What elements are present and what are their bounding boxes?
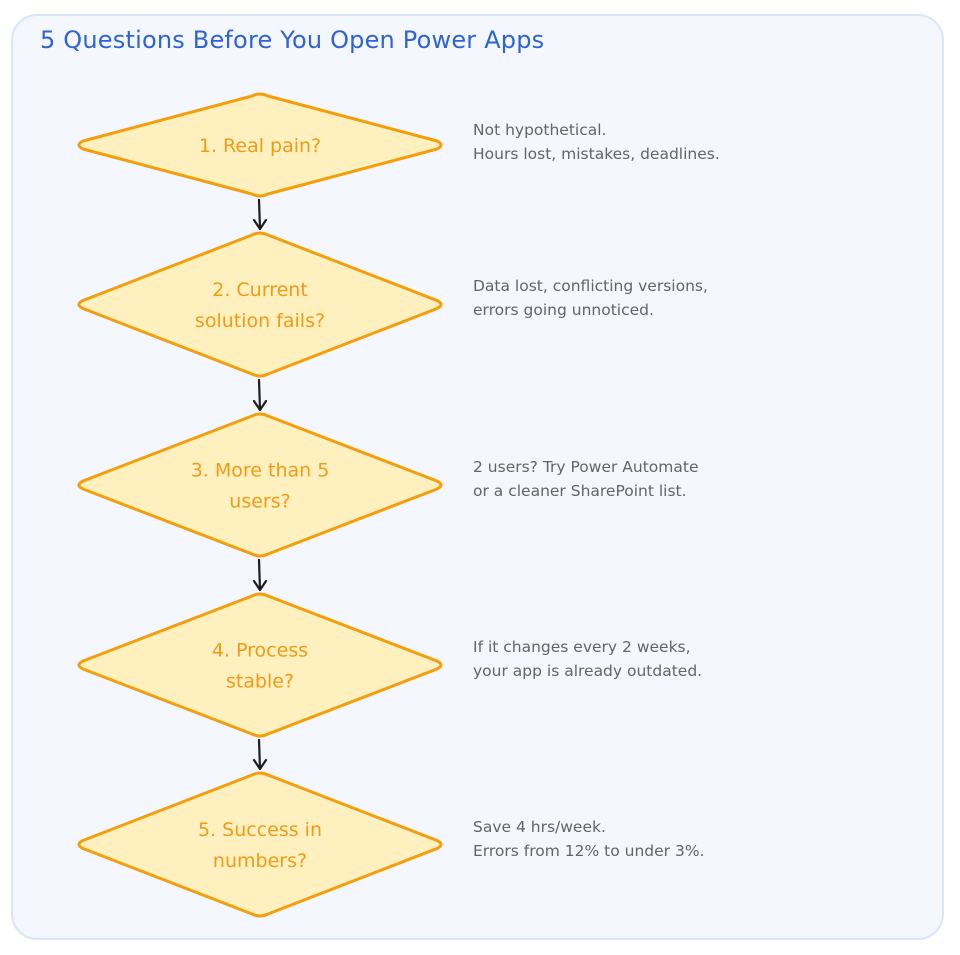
note-line: errors going unnoticed. bbox=[473, 301, 654, 319]
connector-line bbox=[257, 738, 262, 771]
note-line: your app is already outdated. bbox=[473, 662, 703, 680]
decision-label: 1. Real pain? bbox=[199, 135, 321, 157]
arrowhead bbox=[252, 758, 268, 771]
decision-label: stable? bbox=[226, 671, 294, 693]
decision-diamond bbox=[77, 592, 443, 738]
note-line: Errors from 12% to under 3%. bbox=[473, 842, 705, 860]
note-line: Not hypothetical. bbox=[473, 121, 607, 139]
note-line: Data lost, conflicting versions, bbox=[473, 277, 708, 295]
note-line: or a cleaner SharePoint list. bbox=[473, 482, 687, 500]
arrowhead bbox=[252, 218, 268, 231]
decision-label: numbers? bbox=[213, 850, 307, 872]
arrow-down-icon bbox=[252, 198, 268, 231]
arrow-down-icon bbox=[252, 738, 268, 771]
decision-step-5: 5. Success in numbers? bbox=[77, 771, 443, 918]
decision-label: 2. Current bbox=[212, 279, 308, 301]
note-line: Hours lost, mistakes, deadlines. bbox=[473, 145, 720, 163]
step-note-3: 2 users? Try Power Automate or a cleaner … bbox=[473, 455, 698, 503]
step-note-5: Save 4 hrs/week. Errors from 12% to under… bbox=[473, 815, 705, 863]
arrowhead bbox=[252, 579, 268, 592]
decision-step-3: 3. More than 5 users? bbox=[77, 412, 443, 558]
decision-diamond bbox=[77, 231, 443, 378]
step-note-4: If it changes every 2 weeks, your app is … bbox=[473, 635, 702, 683]
decision-label: solution fails? bbox=[195, 310, 325, 332]
step-note-1: Not hypothetical. Hours lost, mistakes, d… bbox=[473, 118, 720, 166]
decision-step-1: 1. Real pain? bbox=[77, 92, 443, 198]
arrow-down-icon bbox=[252, 378, 268, 412]
decision-step-2: 2. Current solution fails? bbox=[77, 231, 443, 378]
decision-diamond bbox=[77, 412, 443, 558]
step-note-2: Data lost, conflicting versions, errors g… bbox=[473, 274, 708, 322]
connector-line bbox=[257, 378, 262, 412]
diagram-title: 5 Questions Before You Open Power Apps bbox=[40, 26, 545, 54]
connector-line bbox=[257, 198, 262, 231]
arrow-down-icon bbox=[252, 558, 268, 592]
connector-line bbox=[257, 558, 262, 592]
decision-diamond bbox=[77, 92, 443, 198]
decision-label: 4. Process bbox=[212, 640, 308, 662]
decision-label: 3. More than 5 bbox=[191, 460, 330, 482]
decision-step-4: 4. Process stable? bbox=[77, 592, 443, 738]
decision-label: users? bbox=[229, 491, 290, 513]
decision-label: 5. Success in bbox=[198, 819, 322, 841]
note-line: If it changes every 2 weeks, bbox=[473, 638, 691, 656]
note-line: Save 4 hrs/week. bbox=[473, 818, 606, 836]
arrowhead bbox=[252, 399, 268, 412]
note-line: 2 users? Try Power Automate bbox=[473, 458, 699, 476]
decision-diamond bbox=[77, 771, 443, 918]
